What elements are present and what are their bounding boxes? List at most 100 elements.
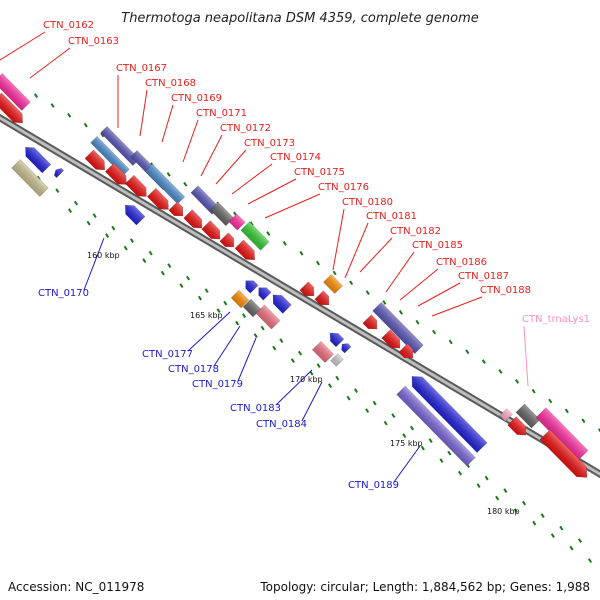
gene-label-ctn_0162: CTN_0162 <box>43 20 94 31</box>
gene-arrow <box>245 280 259 294</box>
tick-mark <box>540 513 545 518</box>
tick-mark <box>266 231 271 236</box>
leader-line <box>215 149 247 185</box>
tick-mark <box>346 395 351 401</box>
gene-box <box>209 201 235 227</box>
tick-mark <box>476 483 481 488</box>
gene-box <box>515 403 541 429</box>
map-title: Thermotoga neapolitana DSM 4359, complet… <box>121 11 479 26</box>
gene-label-ctn_0187: CTN_0187 <box>458 271 509 282</box>
tick-mark <box>439 458 444 463</box>
gene-arrow <box>84 149 106 171</box>
gene-box <box>11 159 49 197</box>
leader-line <box>275 369 313 406</box>
tick-mark <box>105 233 110 238</box>
gene-label-ctn_0175: CTN_0175 <box>294 167 345 178</box>
tick-mark <box>564 408 569 414</box>
leader-line <box>385 251 415 293</box>
gene-label-ctn_0180: CTN_0180 <box>342 197 393 208</box>
tick-mark <box>457 470 463 476</box>
tick-mark <box>111 225 116 231</box>
leader-line <box>344 222 369 279</box>
gene-arrow <box>341 343 352 354</box>
tick-mark <box>587 558 593 563</box>
tick-mark <box>391 413 396 418</box>
gene-arrow <box>272 294 292 314</box>
gene-arrow <box>234 239 256 261</box>
leader-line <box>264 193 321 219</box>
tick-mark <box>290 358 295 363</box>
gene-label-ctn_0178: CTN_0178 <box>168 364 219 375</box>
tick-mark <box>50 103 55 108</box>
gene-arrow <box>124 204 146 226</box>
tick-mark <box>129 238 135 243</box>
tick-mark <box>420 445 425 451</box>
gene-box <box>396 385 476 467</box>
gene-label-ctn_0174: CTN_0174 <box>270 152 321 163</box>
gene-arrow <box>53 167 65 179</box>
gene-arrow <box>168 201 184 217</box>
leader-line <box>301 381 323 422</box>
tick-mark <box>365 408 370 413</box>
gene-arrow <box>362 314 378 330</box>
gene-arrow <box>183 209 203 229</box>
minor-ticks <box>17 93 600 563</box>
gene-box <box>323 274 343 294</box>
scale-label: 160 kbp <box>87 251 120 260</box>
tick-mark <box>282 241 287 246</box>
gene-label-ctn_0170: CTN_0170 <box>38 288 89 299</box>
scale-label: 175 kbp <box>390 439 423 448</box>
gene-label-ctn_0163: CTN_0163 <box>68 36 119 47</box>
leader-line <box>29 47 71 79</box>
gene-arrow <box>25 146 52 174</box>
topology-summary: Topology: circular; Length: 1,884,562 bp… <box>260 580 590 594</box>
tick-mark <box>241 313 247 318</box>
gene-label-ctn_0172: CTN_0172 <box>220 123 271 134</box>
tick-mark <box>272 345 277 351</box>
gene-arrow <box>381 329 401 349</box>
tick-mark <box>398 310 403 315</box>
tick-mark <box>142 258 147 263</box>
tick-mark <box>67 112 72 118</box>
leader-line <box>83 237 105 291</box>
gene-arrow <box>299 281 315 297</box>
gene-arrow <box>104 162 127 185</box>
tick-mark <box>166 172 171 177</box>
gene-box <box>330 353 344 367</box>
tick-mark <box>531 388 536 394</box>
tick-mark <box>521 500 527 506</box>
gene-box <box>228 213 246 231</box>
tick-mark <box>448 339 453 345</box>
tick-mark <box>597 428 600 433</box>
leader-line <box>139 89 148 137</box>
tick-mark <box>372 400 377 406</box>
scale-label: 180 kbp <box>487 507 520 516</box>
tick-mark <box>123 245 128 251</box>
leader-line <box>187 311 231 352</box>
tick-mark <box>297 350 303 356</box>
leader-line <box>237 337 257 382</box>
leader-line <box>399 268 439 301</box>
gene-label-ctn_0183: CTN_0183 <box>230 403 281 414</box>
gene-label-ctn_0186: CTN_0186 <box>436 257 487 268</box>
tick-mark <box>353 388 359 393</box>
tick-mark <box>204 288 209 293</box>
tick-mark <box>33 93 39 98</box>
tick-mark <box>548 398 553 404</box>
gene-arrow <box>539 429 588 478</box>
tick-mark <box>55 188 60 193</box>
tick-mark <box>335 375 340 381</box>
tick-mark <box>100 132 105 138</box>
gene-arrow <box>124 174 147 197</box>
tick-mark <box>167 263 172 268</box>
tick-mark <box>559 525 564 531</box>
gene-box <box>255 304 281 330</box>
tick-mark <box>260 325 265 331</box>
gene-label-ctn_0182: CTN_0182 <box>390 226 441 237</box>
gene-box <box>190 185 220 215</box>
tick-mark <box>432 329 437 335</box>
gene-label-ctn_0167: CTN_0167 <box>116 63 167 74</box>
tick-mark <box>86 220 91 226</box>
tick-mark <box>299 250 304 256</box>
